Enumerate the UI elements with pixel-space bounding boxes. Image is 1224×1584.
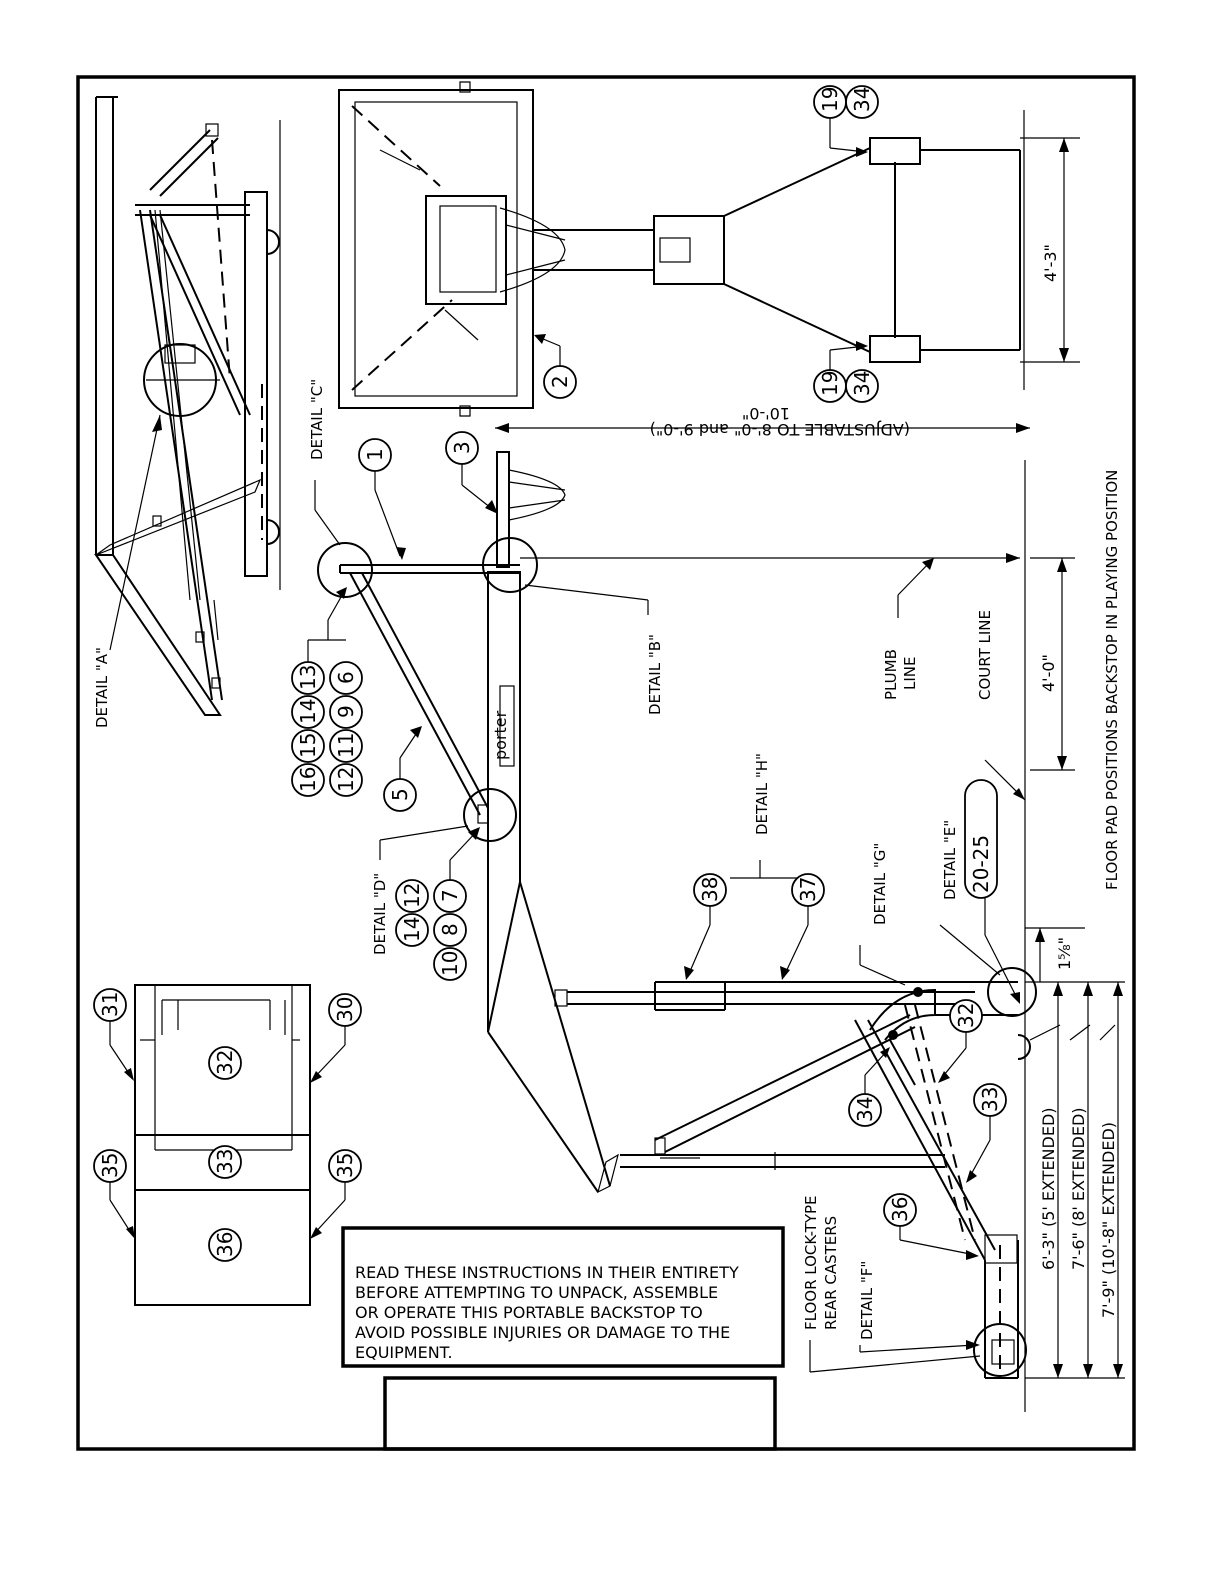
part-35-right: 35 xyxy=(333,1153,357,1178)
title-block xyxy=(383,1376,777,1451)
detail-f-label: DETAIL "F" xyxy=(858,1261,876,1340)
notice-line-2: BEFORE ATTEMPTING TO UNPACK, ASSEMBLE xyxy=(355,1283,718,1302)
detail-a-label: DETAIL "A" xyxy=(93,647,111,728)
casters-label-2: REAR CASTERS xyxy=(822,1216,840,1330)
plumb-line-group: PLUMB LINE COURT LINE 4'-0" xyxy=(520,553,1075,801)
part-9: 9 xyxy=(334,705,358,718)
detail-b-label: DETAIL "B" xyxy=(646,634,664,715)
detail-d-label: DETAIL "D" xyxy=(371,873,389,955)
part-1: 1 xyxy=(363,448,387,461)
dim-ext-8: 7'-6" (8' EXTENDED) xyxy=(1069,1107,1088,1270)
dim-rim-adjustable: (ADJUSTABLE TO 8'-0" and 9'-0") xyxy=(650,420,910,439)
part-31: 31 xyxy=(98,992,122,1017)
part-37: 37 xyxy=(796,877,820,902)
dim-extension: 4'-0" xyxy=(1039,654,1058,692)
part-16: 16 xyxy=(296,767,320,792)
detail-c-label: DETAIL "C" xyxy=(308,379,326,460)
part-34-bottom: 34 xyxy=(850,371,874,396)
part-14-d: 14 xyxy=(400,917,424,942)
detail-c-circle xyxy=(317,542,373,598)
notice-line-1: READ THESE INSTRUCTIONS IN THEIR ENTIRET… xyxy=(355,1263,739,1282)
detail-g-label: DETAIL "G" xyxy=(871,843,889,925)
part-32-top: 32 xyxy=(213,1050,237,1075)
part-32-side: 32 xyxy=(954,1003,978,1028)
dim-ext-5: 6'-3" (5' EXTENDED) xyxy=(1039,1107,1058,1270)
folded-base xyxy=(244,191,268,577)
part-33-top: 33 xyxy=(213,1149,237,1174)
dim-ext-10: 7'-9" (10'-8" EXTENDED) xyxy=(1099,1122,1118,1318)
part-36-top: 36 xyxy=(213,1232,237,1257)
part-15: 15 xyxy=(296,733,320,758)
notice-line-5: EQUIPMENT. xyxy=(355,1343,453,1362)
bubble-34-bottom xyxy=(845,369,879,403)
detail-f-circle xyxy=(973,1323,1027,1377)
floor-pad-bottom xyxy=(869,335,921,363)
part-8: 8 xyxy=(438,923,462,936)
bubble-34-top xyxy=(845,85,879,119)
part-5: 5 xyxy=(388,788,412,801)
plumb-line-label-1: PLUMB xyxy=(882,649,900,700)
part-33-side: 33 xyxy=(978,1087,1002,1112)
part-30: 30 xyxy=(333,997,357,1022)
backboard xyxy=(338,89,534,409)
pole-sleeve xyxy=(653,215,725,285)
notice-line-4: AVOID POSSIBLE INJURIES OR DAMAGE TO THE xyxy=(355,1323,730,1342)
part-19-bottom: 19 xyxy=(818,371,842,396)
notice-line-3: OR OPERATE THIS PORTABLE BACKSTOP TO xyxy=(355,1303,703,1322)
side-net xyxy=(508,469,566,521)
court-line-label: COURT LINE xyxy=(976,610,994,700)
floor-pad-top xyxy=(869,137,921,165)
part-36-side: 36 xyxy=(888,1197,912,1222)
overall-length-dims: 6'-3" (5' EXTENDED) 7'-6" (8' EXTENDED) … xyxy=(1025,981,1125,1379)
part-34-side: 34 xyxy=(853,1097,877,1122)
side-view: porter xyxy=(339,451,1031,1379)
part-7: 7 xyxy=(438,889,462,902)
backboard-target-square xyxy=(425,195,507,305)
part-12-d: 12 xyxy=(400,883,424,908)
front-view: 4'-3" 19 34 19 34 2 xyxy=(338,81,1080,417)
bubble-36-top xyxy=(208,1228,242,1262)
rim-height-dimension: 10'-0" (ADJUSTABLE TO 8'-0" and 9'-0") xyxy=(495,404,1030,439)
part-34-top: 34 xyxy=(850,87,874,112)
folded-view: DETAIL "A" xyxy=(93,96,281,728)
dim-offset: 1⅝" xyxy=(1055,937,1074,970)
bubble-33-top xyxy=(208,1145,242,1179)
part-19-top: 19 xyxy=(818,87,842,112)
part-38: 38 xyxy=(698,877,722,902)
part-20-25: 20-25 xyxy=(969,835,993,893)
part-2: 2 xyxy=(548,375,572,388)
part-35-left: 35 xyxy=(98,1153,122,1178)
detail-h-label: DETAIL "H" xyxy=(753,753,771,835)
part-12: 12 xyxy=(334,767,358,792)
detail-e-label: DETAIL "E" xyxy=(941,820,959,900)
bubble-20-25 xyxy=(964,779,998,899)
detail-e-circle xyxy=(987,967,1037,1017)
casters-label-1: FLOOR LOCK-TYPE xyxy=(802,1195,820,1330)
plumb-line-label-2: LINE xyxy=(901,657,919,690)
part-6: 6 xyxy=(334,671,358,684)
floor-pad-note: FLOOR PAD POSITIONS BACKSTOP IN PLAYING … xyxy=(1103,470,1121,890)
warning-notice-box xyxy=(341,1226,785,1368)
detail-d-circle xyxy=(463,788,517,842)
part-13: 13 xyxy=(296,665,320,690)
front-net xyxy=(499,207,566,293)
dim-base-width: 4'-3" xyxy=(1041,244,1060,282)
detail-a-circle xyxy=(143,343,217,417)
part-14: 14 xyxy=(296,699,320,724)
part-3: 3 xyxy=(450,441,474,454)
part-10: 10 xyxy=(438,951,462,976)
dim-rim-height: 10'-0" xyxy=(742,404,790,423)
part-11: 11 xyxy=(334,733,358,758)
detail-b-circle xyxy=(482,537,538,593)
boom-arm xyxy=(487,571,521,1033)
bubble-32-top xyxy=(208,1046,242,1080)
